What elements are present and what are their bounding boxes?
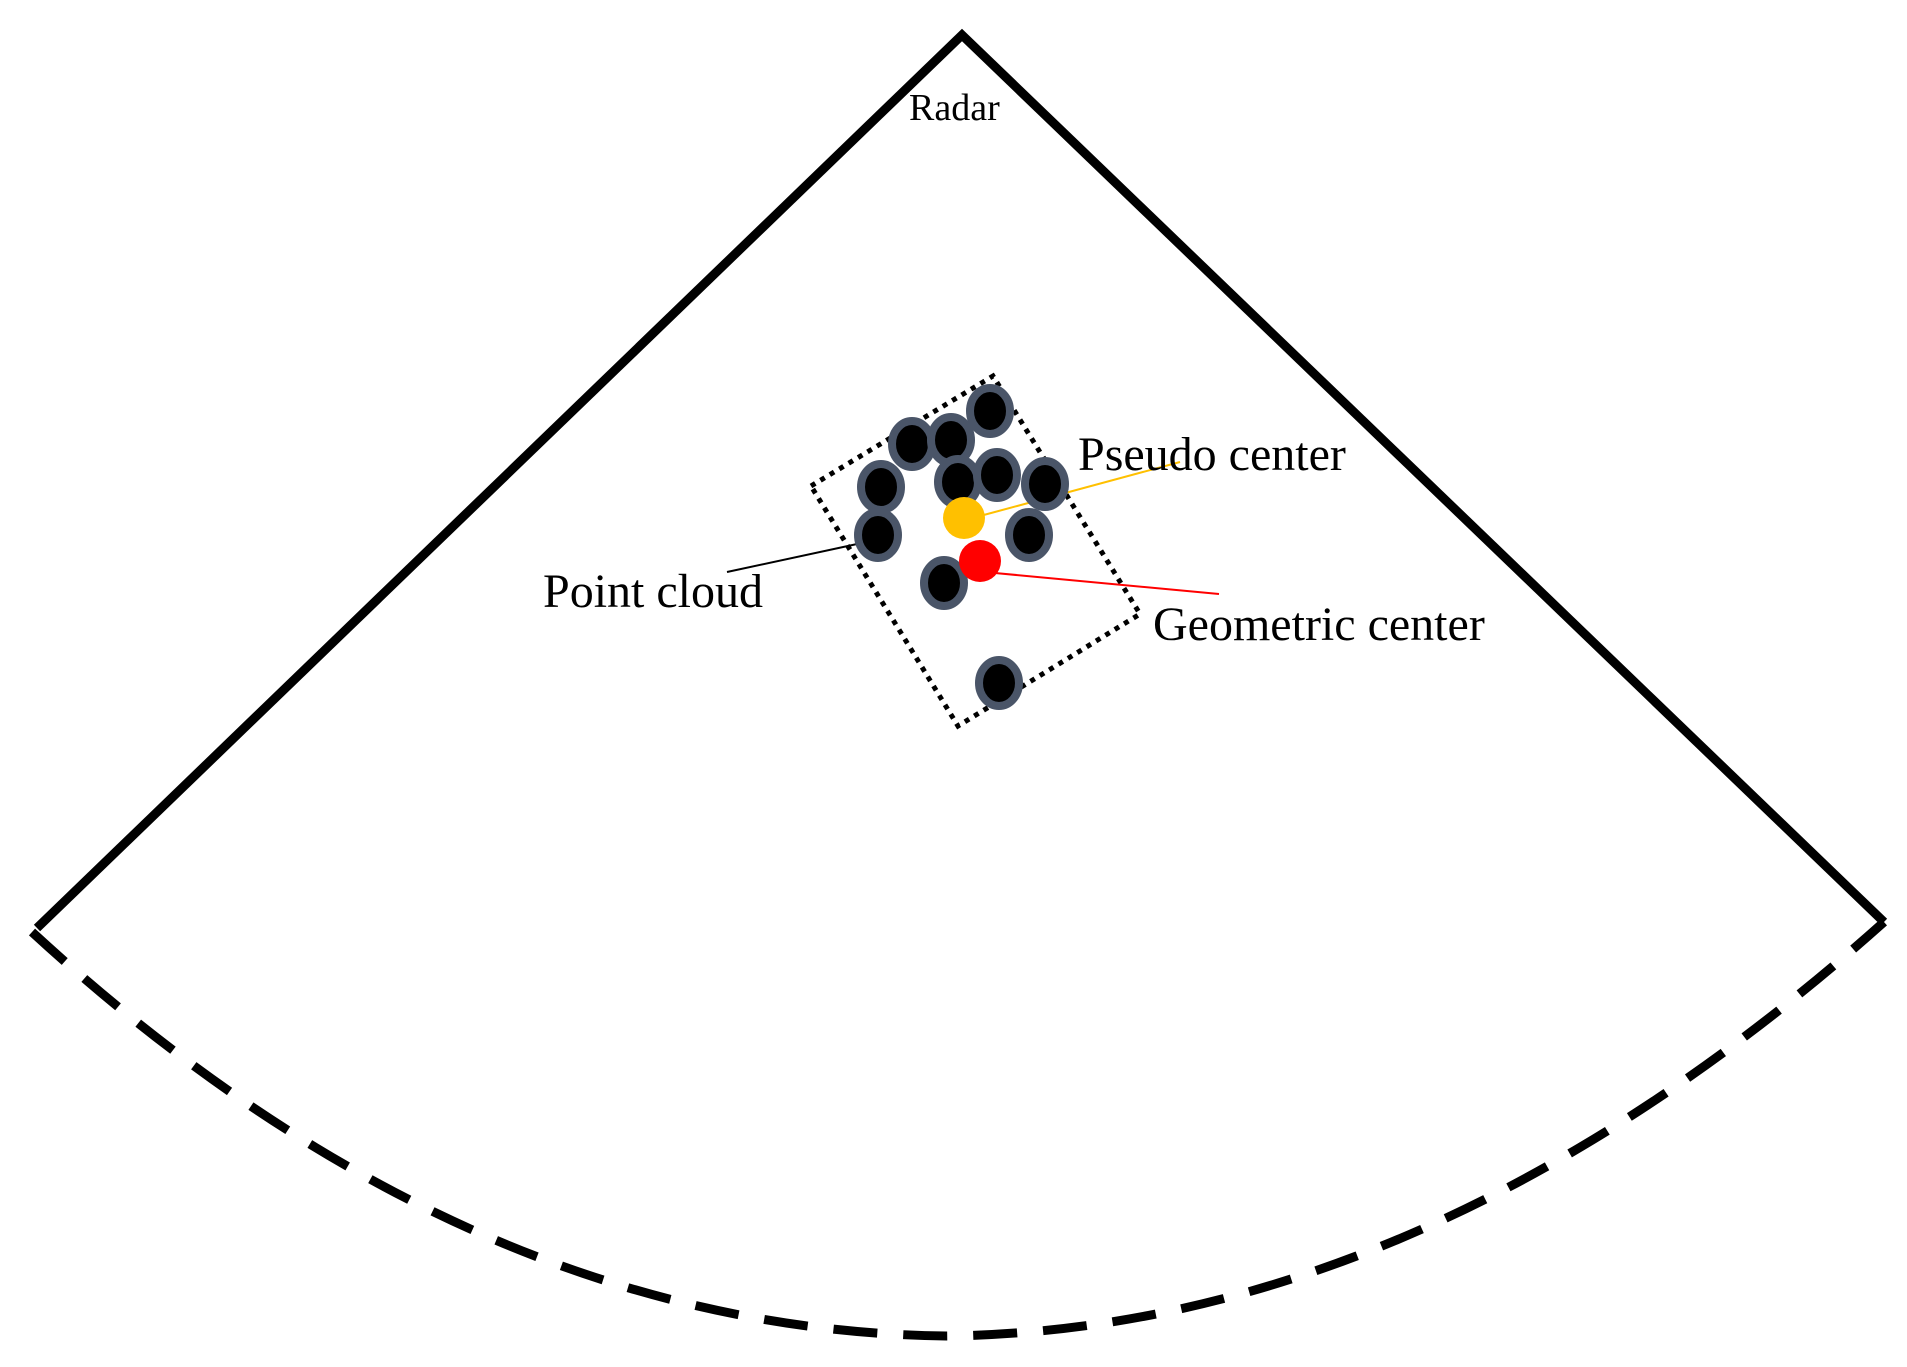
cloud-point	[973, 448, 1021, 502]
radar-sector	[28, 28, 1888, 1341]
point-cloud	[854, 384, 1069, 710]
max-range-arc	[28, 918, 1887, 1341]
pseudo-center-marker	[943, 497, 985, 539]
radar-label: Radar	[909, 87, 1000, 129]
geometric-center-marker	[959, 540, 1001, 582]
cloud-point	[966, 384, 1014, 438]
cloud-point	[857, 460, 905, 514]
cloud-point	[1005, 508, 1053, 562]
cloud-point	[1021, 457, 1069, 511]
point-cloud-label: Point cloud	[543, 565, 763, 618]
cloud-point	[888, 417, 936, 471]
pseudo-center-leader	[979, 461, 1181, 517]
cloud-point	[854, 508, 902, 562]
point-cloud-leader	[726, 540, 872, 573]
pseudo-center-label: Pseudo center	[1078, 428, 1346, 481]
cloud-point	[920, 556, 968, 610]
geometric-center-label: Geometric center	[1153, 598, 1485, 651]
sector-solid-edges	[33, 28, 1888, 932]
geometric-center-leader	[994, 572, 1220, 595]
cloud-point	[975, 656, 1023, 710]
